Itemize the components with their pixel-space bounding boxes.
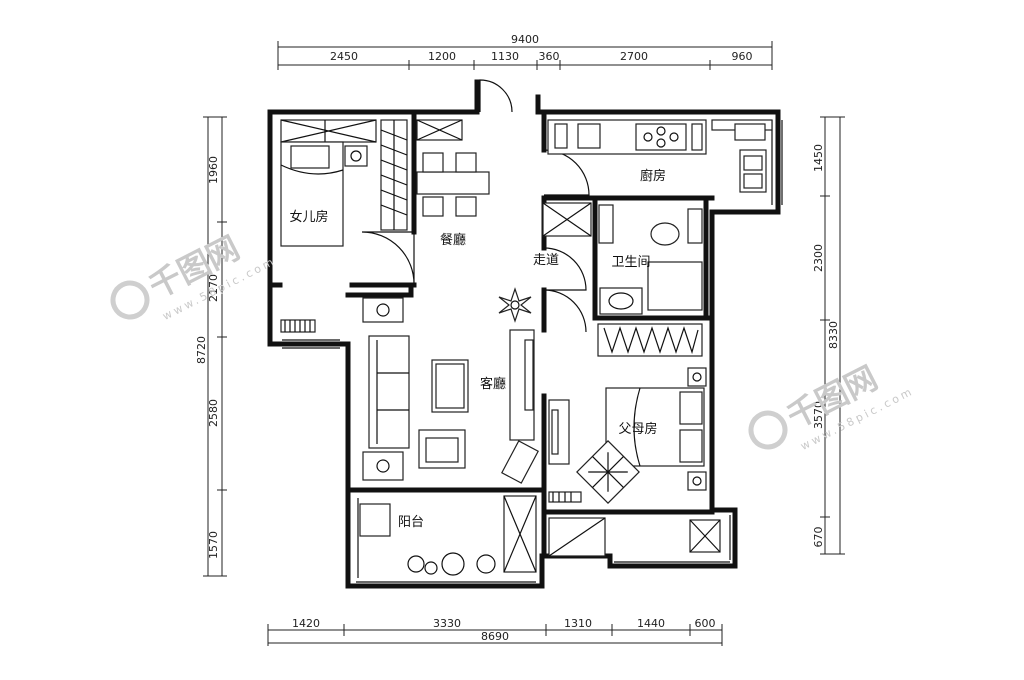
dim-top-5: 2700 [620,50,648,63]
doors [361,79,691,333]
label-living: 客廳 [480,376,506,392]
label-parents-room: 父母房 [618,421,657,437]
right-dimensions: 1450 2300 3570 670 8330 [812,116,845,555]
dim-bottom-1: 1420 [292,617,320,630]
dim-bottom-3: 1310 [564,617,592,630]
dim-bottom-2: 3330 [433,617,461,630]
label-corridor: 走道 [533,253,559,268]
dim-top-4: 360 [539,50,560,63]
dim-left-4: 1570 [207,531,220,559]
dim-left-total: 8720 [195,336,208,364]
label-dining: 餐廳 [440,232,466,248]
bottom-dimensions: 1420 3330 1310 1440 600 8690 [267,617,723,646]
dim-top-3: 1130 [491,50,519,63]
daughter-room-furniture [280,119,408,333]
left-dimensions: 1960 2170 2580 1570 8720 [195,116,227,577]
dim-bottom-4: 1440 [637,617,665,630]
dim-right-2: 2300 [812,244,825,272]
windows [282,120,783,583]
dim-right-1: 1450 [812,144,825,172]
label-daughter-room: 女儿房 [289,209,328,225]
dim-left-1: 1960 [207,156,220,184]
top-dimensions: 9400 2450 1200 1130 360 2700 960 [277,33,773,70]
plant-icon [498,287,532,323]
balcony-furniture [357,495,537,578]
label-kitchen: 廚房 [640,168,666,184]
bathroom-furniture [542,202,703,315]
dim-left-3: 2580 [207,399,220,427]
dim-top-6: 960 [732,50,753,63]
watermark-left: 千图网 www.58pic.com [110,229,278,323]
exterior-walls [267,79,781,589]
room-labels: 女儿房 餐廳 廚房 走道 卫生间 客廳 父母房 阳台 [289,168,666,530]
dim-bottom-5: 600 [695,617,716,630]
label-bathroom: 卫生间 [611,255,650,270]
dining-furniture [416,119,490,217]
dim-bottom-total: 8690 [481,630,509,643]
parents-room-furniture [548,323,721,557]
watermark-right: 千图网 www.58pic.com [748,359,916,453]
kitchen-furniture [547,119,773,193]
dim-top-1: 2450 [330,50,358,63]
dim-right-3: 3570 [812,401,825,429]
dim-top-total: 9400 [511,33,539,46]
living-furniture [362,287,539,484]
label-balcony: 阳台 [398,515,424,530]
dim-right-4: 670 [812,527,825,548]
lounge-chair-icon [576,440,640,504]
dim-right-total: 8330 [827,321,840,349]
dim-top-2: 1200 [428,50,456,63]
dim-left-2: 2170 [207,274,220,302]
